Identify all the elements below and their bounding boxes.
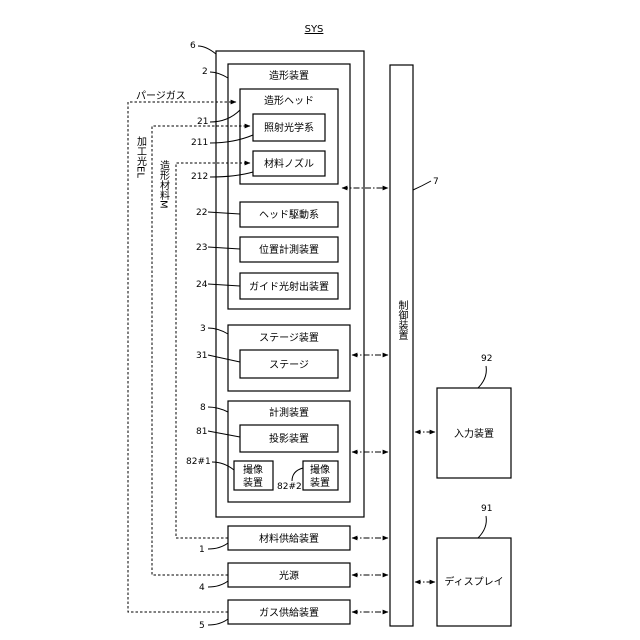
display-leader [478, 516, 486, 538]
irradiation-optics-ref: 211 [191, 138, 208, 148]
display-ref: 91 [481, 504, 492, 514]
gas-supply-label: ガス供給装置 [259, 606, 319, 619]
shaping-device-ref: 2 [202, 67, 208, 77]
controller-ref: 7 [433, 177, 439, 187]
processing-light-label: 加工光EL [135, 136, 147, 179]
light-source-leader [208, 581, 228, 587]
gas-supply-ref: 5 [199, 621, 205, 631]
stage-label: ステージ [269, 360, 309, 371]
measurement-device-title: 計測装置 [269, 406, 309, 419]
controller-label: 制御装置 [396, 299, 408, 340]
irradiation-optics-label: 照射光学系 [264, 121, 314, 134]
stage-device-title: ステージ装置 [259, 331, 319, 344]
camera1-line2: 装置 [243, 476, 263, 489]
guide-light-ref: 24 [196, 280, 208, 290]
head-drive-label: ヘッド駆動系 [259, 208, 319, 221]
projection-device-label: 投影装置 [269, 432, 309, 445]
input-device-ref: 92 [481, 354, 492, 364]
system-label: SYS [305, 24, 324, 35]
controller-box [390, 65, 413, 626]
outer-enclosure-ref: 6 [190, 41, 196, 51]
camera2-line1: 撮像 [310, 463, 330, 476]
material-supply-leader [208, 543, 228, 549]
controller-leader [413, 181, 431, 190]
light-source-label: 光源 [279, 569, 299, 582]
stage-device-ref: 3 [200, 324, 206, 334]
outer-enclosure-leader [198, 46, 216, 54]
camera2-ref: 82#2 [277, 482, 302, 492]
material-supply-label: 材料供給装置 [259, 532, 319, 545]
purge-gas-label: パージガス [136, 90, 186, 102]
shaping-material-label: 造形材料M [158, 159, 170, 209]
projection-device-ref: 81 [196, 427, 207, 437]
position-measurement-ref: 23 [196, 243, 207, 253]
gas-supply-leader [208, 619, 228, 625]
input-device-leader [478, 366, 486, 388]
camera1-ref: 82#1 [186, 457, 211, 467]
position-measurement-label: 位置計測装置 [259, 243, 319, 256]
material-supply-ref: 1 [199, 545, 205, 555]
display-label: ディスプレイ [444, 575, 503, 588]
material-nozzle-ref: 212 [191, 172, 208, 182]
shaping-head-title: 造形ヘッド [264, 94, 314, 107]
material-nozzle-label: 材料ノズル [264, 157, 314, 170]
measurement-device-ref: 8 [200, 403, 206, 413]
camera2-line2: 装置 [310, 476, 330, 489]
shaping-device-title: 造形装置 [269, 69, 309, 82]
guide-light-label: ガイド光射出装置 [249, 280, 329, 293]
light-source-ref: 4 [199, 583, 205, 593]
head-drive-ref: 22 [196, 208, 207, 218]
stage-ref: 31 [196, 351, 207, 361]
input-device-label: 入力装置 [454, 427, 494, 440]
camera1-line1: 撮像 [243, 463, 263, 476]
